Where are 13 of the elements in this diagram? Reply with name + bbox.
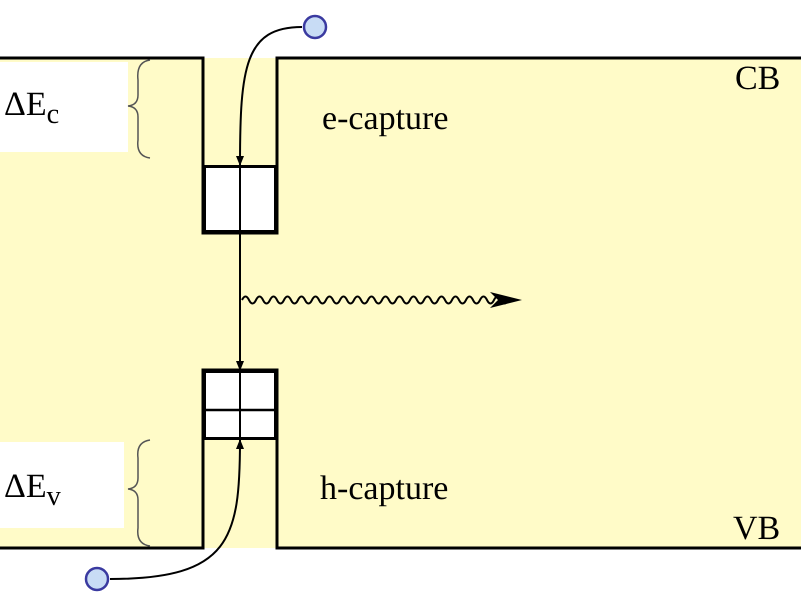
arrow xyxy=(236,233,244,371)
band-label: VB xyxy=(733,512,780,546)
carrier-circle xyxy=(302,14,328,40)
process-label: e-capture xyxy=(322,102,448,136)
energy-offset-label: ΔE$_{c}$ xyxy=(4,88,60,130)
energy-level-box xyxy=(203,165,277,233)
energy-level-box xyxy=(203,370,277,440)
carrier-circle xyxy=(84,566,110,592)
energy-offset-label: ΔE$_{v}$ xyxy=(4,470,61,512)
process-label: h-capture xyxy=(320,472,448,506)
arrow xyxy=(236,26,302,166)
arrow xyxy=(110,439,244,580)
band-label: CB xyxy=(735,62,780,96)
